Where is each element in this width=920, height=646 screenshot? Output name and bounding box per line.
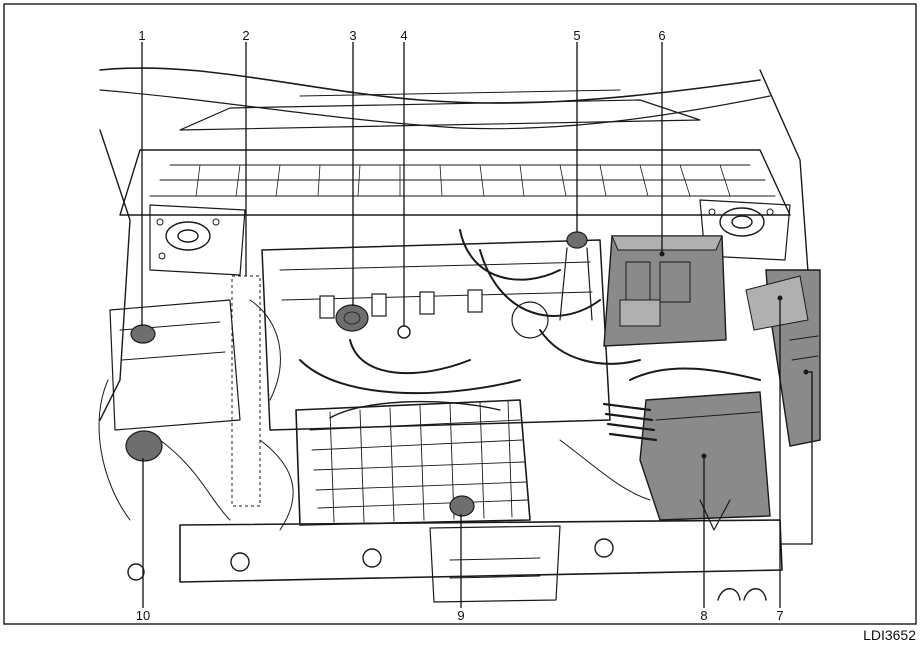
callout-7: 7 <box>776 608 783 623</box>
callout-9: 9 <box>457 608 464 623</box>
callout-8: 8 <box>700 608 707 623</box>
battery <box>603 235 727 347</box>
engine-illustration <box>98 67 821 603</box>
oil-filler-cap <box>335 304 369 332</box>
ignition-coils <box>319 289 483 319</box>
intake-manifold <box>295 399 531 526</box>
reservoir-cap-10 <box>125 430 163 462</box>
dipstick-handle <box>397 325 411 339</box>
callout-2: 2 <box>242 28 249 43</box>
leader-lines <box>141 42 813 608</box>
callout-1: 1 <box>138 28 145 43</box>
callout-labels: 1 2 3 4 5 6 7 8 9 10 <box>136 28 784 623</box>
callout-4: 4 <box>400 28 407 43</box>
callout-10: 10 <box>136 608 150 623</box>
callout-6: 6 <box>658 28 665 43</box>
callout-5: 5 <box>573 28 580 43</box>
callout-3: 3 <box>349 28 356 43</box>
cowl-vents <box>149 164 776 197</box>
leader-7b <box>780 371 813 545</box>
figure-code: LDI3652 <box>863 627 916 643</box>
washer-cap <box>449 495 475 517</box>
reservoir-cap-1 <box>130 324 156 344</box>
coolant-cap <box>566 231 588 249</box>
